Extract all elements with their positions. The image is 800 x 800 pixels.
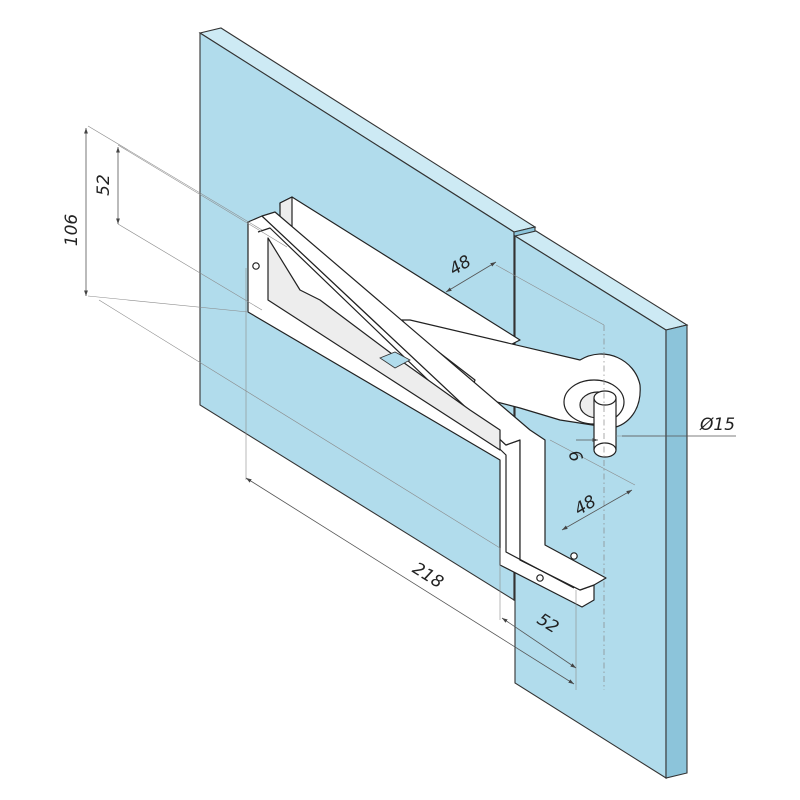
pivot-pin-top (593, 390, 617, 406)
glass-gap-strip (379, 351, 411, 369)
right-glass-side-edge (665, 324, 688, 779)
dim-label-diameter: Ø15 (699, 415, 735, 435)
dim-label-106: 106 (62, 214, 82, 247)
main-clamp-screw-upper (252, 262, 260, 270)
main-clamp-recess (267, 237, 501, 451)
dim-label-52-vertical: 52 (94, 174, 114, 196)
lower-plate-screw (570, 552, 578, 560)
extension-lines (87, 125, 660, 690)
dim-line-48-top (445, 261, 497, 293)
pivot-pin (593, 397, 617, 451)
dim-line-52-bottom (501, 617, 577, 669)
dim-label-218: 218 (409, 559, 447, 593)
dimension-lines (84, 128, 736, 685)
pivot-pin-bottom (593, 442, 617, 458)
main-clamp-screw-lower (536, 574, 544, 582)
